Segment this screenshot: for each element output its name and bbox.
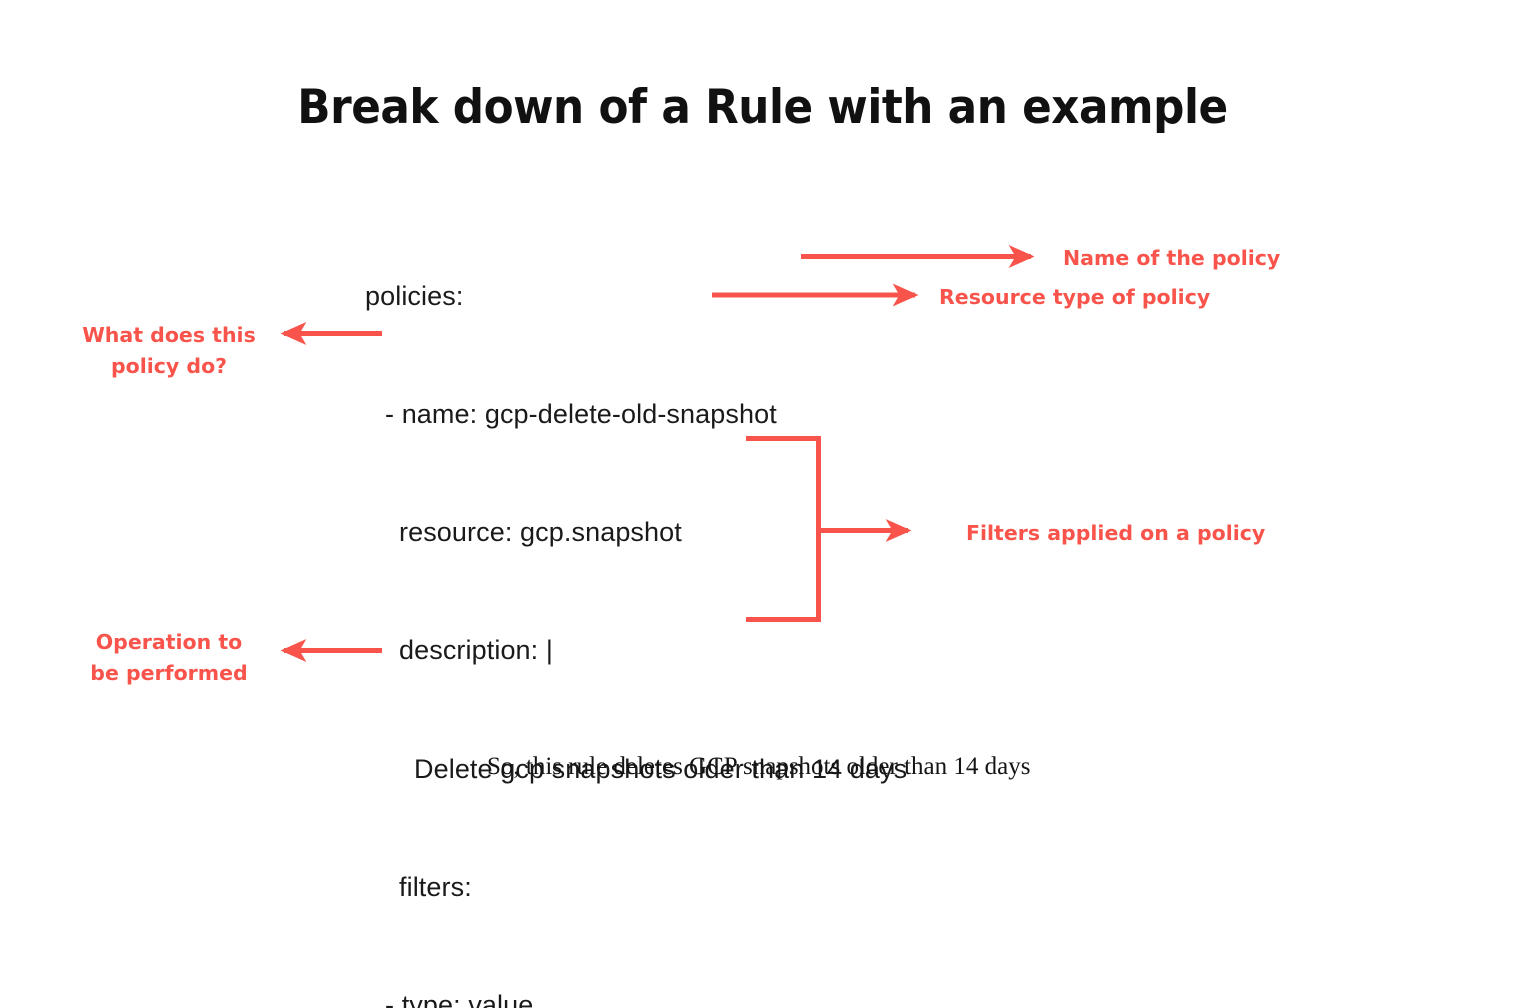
yaml-policy-block: policies: - name: gcp-delete-old-snapsho… — [365, 198, 907, 1008]
yaml-line-resource: resource: gcp.snapshot — [399, 517, 682, 548]
yaml-line-name: - name: gcp-delete-old-snapshot — [385, 399, 777, 430]
annotation-filters-applied: Filters applied on a policy — [966, 521, 1266, 545]
page-title: Break down of a Rule with an example — [297, 80, 1228, 135]
yaml-line-description: description: | — [399, 635, 553, 666]
annotation-resource-type: Resource type of policy — [939, 285, 1211, 309]
yaml-line-filters: filters: — [399, 871, 472, 902]
summary-caption: So, this rule deletes GCP snapshots olde… — [487, 753, 1031, 780]
annotation-operation-performed: Operation to be performed — [90, 630, 248, 685]
annotation-what-does-policy-do: What does this policy do? — [82, 323, 256, 378]
yaml-line-description-body: Delete gcp snapshots older than 14 days — [414, 753, 908, 784]
yaml-line-policies: policies: — [365, 280, 464, 311]
annotation-name-of-policy: Name of the policy — [1063, 246, 1281, 270]
yaml-line-filter-type: - type: value — [385, 990, 534, 1008]
